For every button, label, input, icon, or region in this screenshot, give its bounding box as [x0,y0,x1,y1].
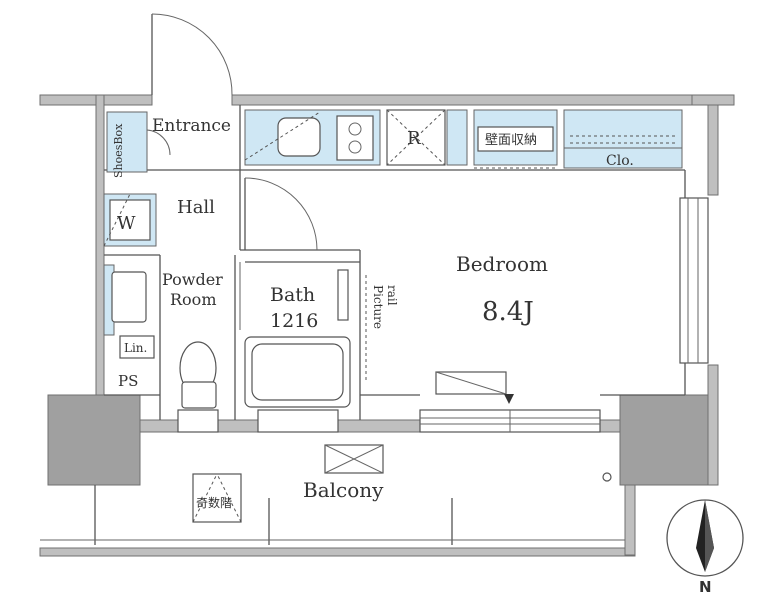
interior-walls [104,105,686,420]
vanity-sink [111,271,147,323]
washer-label: W [117,213,136,234]
bedroom-size-label: 8.4J [482,297,534,327]
refrigerator-side-storage [446,109,468,166]
ps-label: PS [118,372,138,390]
linen-label: Lin. [124,341,147,355]
column-left [47,394,141,486]
emergency-ladder-hatch: 奇数階 [192,473,242,523]
kitchen-sink [277,117,321,157]
balcony-drain [602,472,612,482]
wall-storage-label: 壁面収納 [485,133,537,148]
shoes-box [106,111,148,173]
powder-room-label: Powder Room [162,270,228,309]
toilet [179,341,217,409]
hall-door[interactable] [244,177,318,251]
shoes-box-label: ShoesBox [112,123,125,178]
linen-box [119,335,155,359]
closet [563,109,683,169]
compass: N [666,499,744,596]
air-conditioner [435,371,514,404]
entrance-label: Entrance [152,116,231,136]
side-window [679,197,709,364]
bath-size-label: 1216 [270,310,318,332]
aircon-outdoor-unit [324,444,384,474]
compass-north-label: N [699,578,712,596]
emergency-ladder-label: 奇数階 [196,495,232,510]
hall-label: Hall [177,197,215,218]
toilet-window [177,409,219,433]
balcony-label: Balcony [303,478,384,502]
column-right [619,394,709,486]
entrance-door[interactable] [151,13,233,96]
bath-window [257,409,339,433]
closet-label: Clo. [606,153,634,169]
refrigerator-label: R [407,128,421,149]
bedroom-label: Bedroom [456,252,548,276]
picture-rail-label: Picture rail [371,285,399,333]
bath-label: Bath [270,284,315,306]
bath-mirror [337,269,349,321]
balcony-sliding-window [419,409,601,433]
